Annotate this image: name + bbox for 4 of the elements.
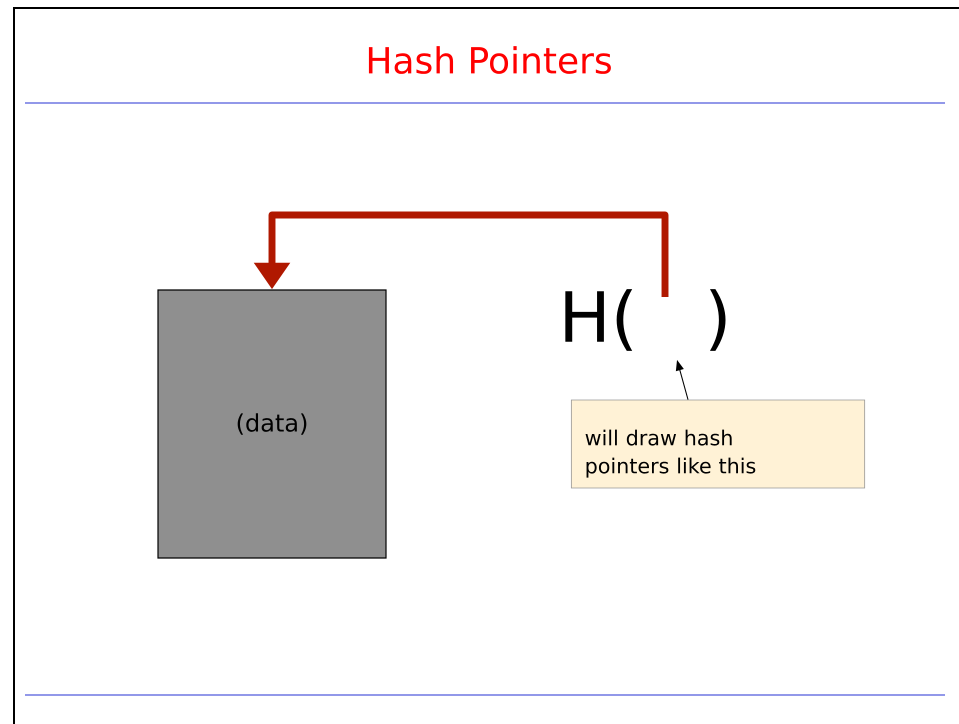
- hash-pointer: H( ): [565, 289, 726, 351]
- title: Hash Pointers: [368, 46, 611, 74]
- data-box: (data): [157, 289, 387, 559]
- note-box: will draw hash pointers like this: [570, 400, 866, 488]
